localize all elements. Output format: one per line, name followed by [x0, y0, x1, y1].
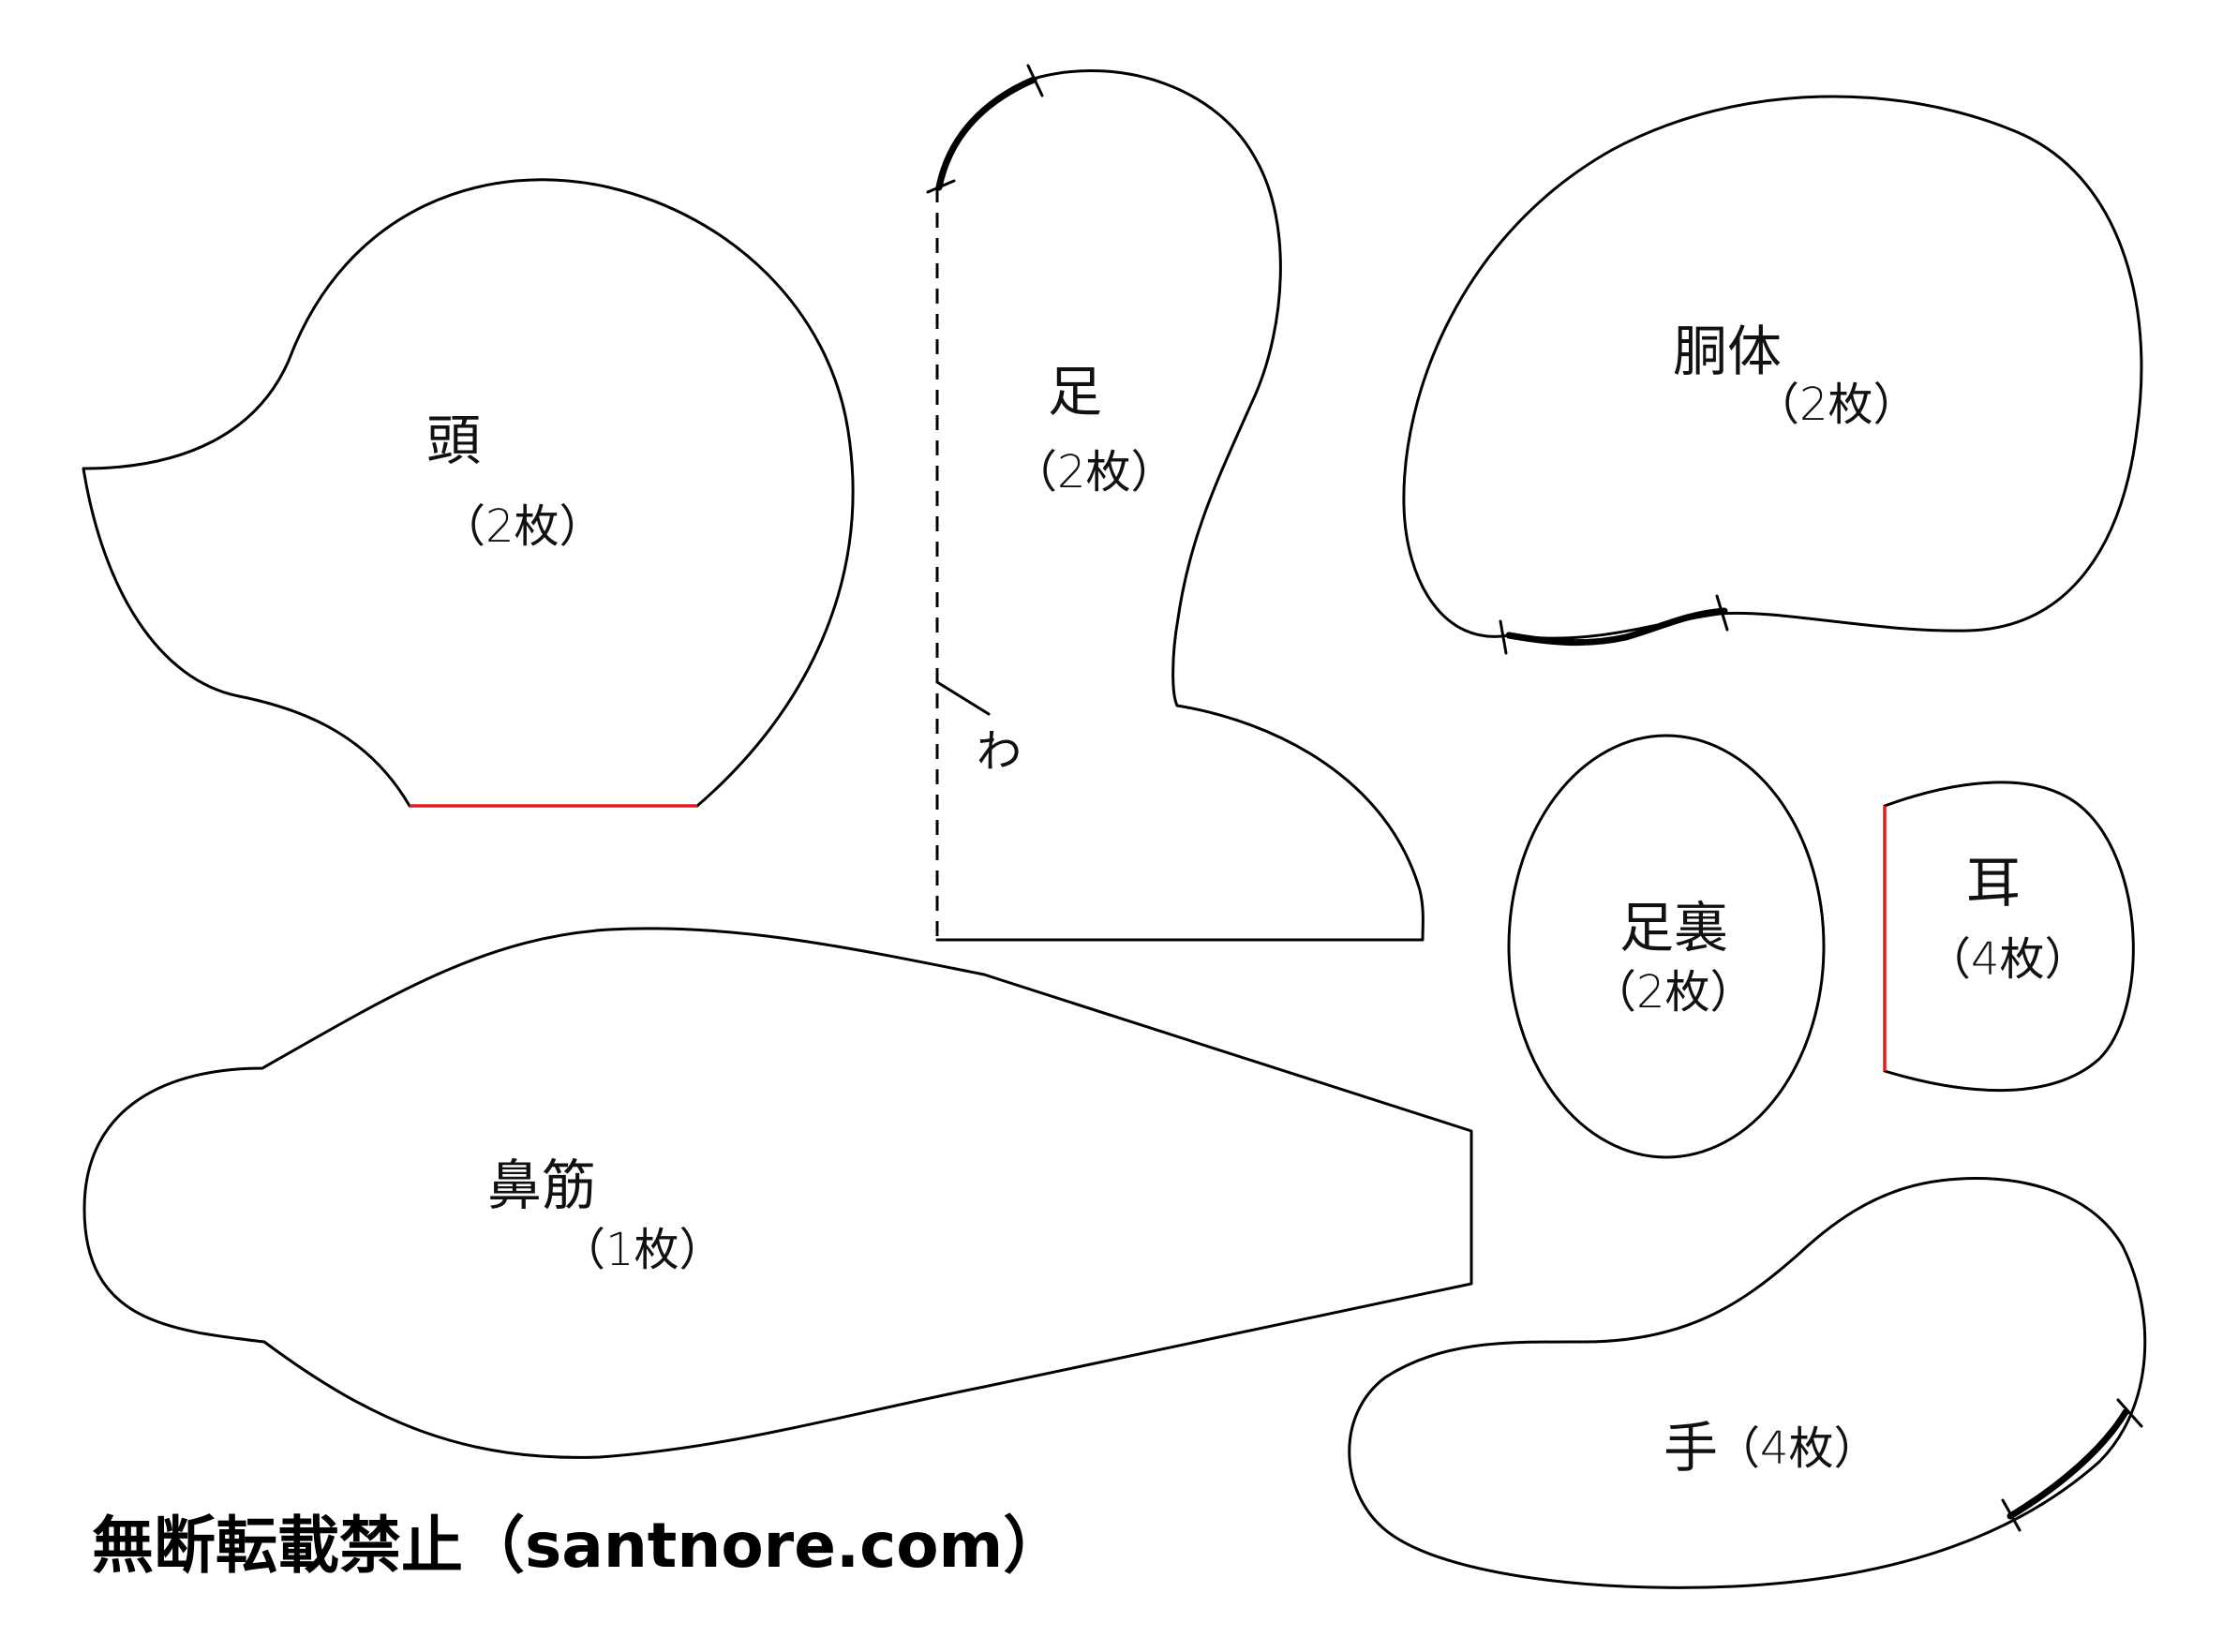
nose-outline	[82, 927, 1473, 1459]
head-outline	[82, 178, 855, 808]
body-seam-match-line	[1505, 607, 1728, 647]
ear-count-label: （4枚）	[1926, 933, 2090, 986]
ear-outline	[1883, 781, 2135, 1092]
piece-sole: 足裏 （2枚）	[1507, 734, 1826, 1159]
body-outline	[1402, 95, 2143, 640]
piece-head: 頭 （2枚）	[82, 178, 855, 808]
leg-notch-2	[1026, 64, 1044, 97]
piece-hand: 手 （4枚）	[1348, 1177, 2147, 1589]
sole-count-label: （2枚）	[1591, 966, 1755, 1019]
leg-seam-match-arc	[935, 76, 1037, 191]
leg-count-label: （2枚）	[1012, 446, 1176, 499]
head-name-label: 頭	[426, 409, 481, 472]
leg-name-label: 足	[1048, 360, 1102, 424]
piece-body: 胴体 （2枚）	[1402, 95, 2143, 655]
copyright-notice: 無断転載禁止（santnore.com）	[92, 1510, 1065, 1582]
head-count-label: （2枚）	[440, 500, 604, 553]
body-count-label: （2枚）	[1754, 379, 1918, 431]
nose-count-label: （1枚）	[560, 1224, 724, 1276]
leg-fold-mark: わ	[977, 725, 1022, 778]
hand-notch-2	[2116, 1398, 2143, 1428]
sole-outline	[1507, 734, 1826, 1159]
piece-nose: 鼻筋 （1枚）	[82, 927, 1473, 1459]
hand-outline	[1348, 1177, 2147, 1589]
hand-notch-1	[2001, 1498, 2022, 1532]
body-name-label: 胴体	[1673, 320, 1782, 383]
body-notch-2	[1715, 594, 1729, 632]
hand-name-label: 手	[1664, 1416, 1718, 1480]
body-notch-1	[1499, 619, 1508, 655]
sole-name-label: 足裏	[1619, 896, 1728, 960]
ear-name-label: 耳	[1966, 851, 2021, 915]
hand-seam-match-arc	[2007, 1408, 2129, 1520]
leg-fold-pointer	[935, 680, 991, 716]
nose-name-label: 鼻筋	[487, 1153, 596, 1217]
leg-notch-1	[926, 179, 956, 194]
hand-count-label: （4枚）	[1715, 1422, 1879, 1475]
leg-outline	[935, 69, 1425, 942]
piece-leg: わ 足 （2枚）	[926, 64, 1425, 942]
piece-ear: 耳 （4枚）	[1883, 781, 2135, 1092]
